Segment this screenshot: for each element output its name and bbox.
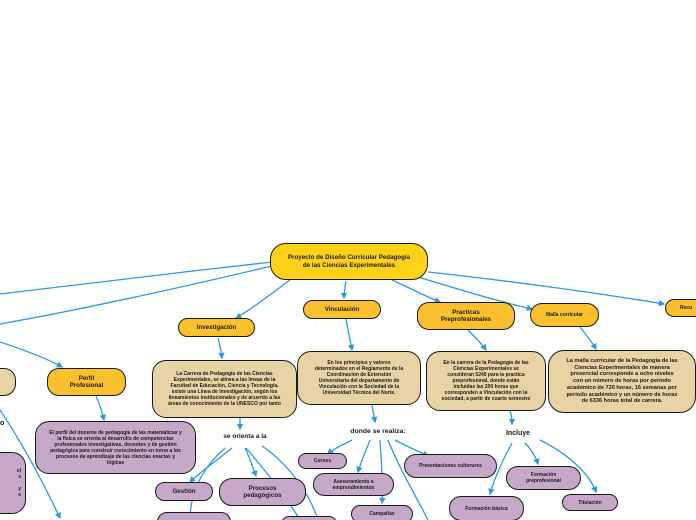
link-incluye-pre (524, 442, 540, 466)
detail-malla-text: La malla curricular de la Pedagogía de l… (566, 358, 678, 405)
detail-malla[interactable]: La malla curricular de la Pedagogía de l… (548, 350, 696, 413)
link-root-recursos (427, 271, 666, 307)
detail-perfil-text: El perfil del docente de pedagogía de la… (49, 429, 182, 466)
detail-investigacion-text: La Carrera de Pedagogía de las Ciencias … (168, 371, 281, 407)
leaf-titulacion-label: Titulación (578, 499, 602, 506)
branch-malla[interactable]: Malla curricular (530, 303, 599, 327)
leaf-cursos[interactable]: Cursos (298, 453, 347, 469)
detail-vinculacion[interactable]: En los principios y valores determinados… (297, 351, 421, 405)
link-realiza-down (387, 439, 429, 520)
branch-investigacion-label: Investigación (196, 323, 237, 331)
link-left-o-down (0, 409, 61, 520)
link-orienta-gestion (189, 447, 233, 483)
branch-recursos-partial[interactable]: Recu (665, 299, 696, 317)
left-partial-o: o (0, 420, 5, 427)
leaf-presentaciones[interactable]: Presentaciones culturures (404, 454, 497, 478)
leaf-partial-bottom-left[interactable] (157, 512, 231, 520)
leaf-formacion-basica-label: Formación básica (465, 505, 508, 512)
link-malla-detail (579, 326, 597, 351)
link-incluye-basica (488, 442, 513, 496)
link-root-left-1 (0, 261, 273, 295)
detail-vinculacion-text: En los principios y valores determinados… (314, 360, 404, 396)
leaf-formacion-basica[interactable]: Formación básica (449, 496, 524, 520)
link-root-vinculacion (340, 280, 348, 300)
branch-investigacion[interactable]: Investigación (178, 318, 255, 337)
leaf-formacion-pre[interactable]: Formación preprofesional (506, 466, 581, 490)
branch-perfil[interactable]: Perfil Profesional (47, 368, 126, 396)
branch-practicas-label: Practicas Preprofesionales (440, 308, 492, 323)
detail-investigacion[interactable]: La Carrera de Pedagogía de las Ciencias … (152, 360, 297, 418)
leaf-procesos[interactable]: Procesos pedagógicos (219, 478, 306, 506)
branch-recursos-label: Recu (680, 305, 693, 311)
link-realiza-asesor (356, 439, 371, 474)
link-root-practicas (391, 279, 442, 304)
leaf-cursos-label: Cursos (313, 458, 332, 464)
detail-practicas-text: En la carrera de la Pedagogía de las Cie… (441, 360, 531, 402)
branch-malla-label: Malla curricular (546, 312, 583, 318)
link-root-investigacion (234, 279, 291, 319)
detail-perfil[interactable]: El perfil del docente de pedagogía de la… (35, 421, 196, 474)
link-root-malla (414, 275, 534, 312)
link-prac-incluye (508, 410, 516, 426)
connector-realiza: donde se realiza: (350, 428, 406, 435)
link-inv-detail (217, 337, 225, 360)
branch-vinculacion-label: Vinculación (324, 305, 360, 313)
link-perfil-detail (95, 395, 106, 422)
connector-incluye: Incluye (505, 430, 531, 437)
link-realiza-cursos (327, 439, 353, 455)
leaf-presentaciones-label: Presentaciones culturures (419, 463, 482, 469)
leaf-campanas-label: Campañas (369, 511, 395, 517)
leaf-formacion-pre-label: Formación preprofesional (526, 472, 561, 484)
detail-practicas[interactable]: En la carrera de la Pedagogía de las Cie… (426, 351, 546, 411)
link-incluye-titulacion (539, 439, 598, 494)
left-partial-letters: el s y e (16, 468, 21, 498)
branch-perfil-label: Perfil Profesional (69, 374, 104, 389)
branch-vinculacion[interactable]: Vinculación (303, 300, 381, 319)
connector-orienta: se orienta a la (223, 433, 267, 440)
left-partial-leaf[interactable]: el s y e (0, 452, 26, 514)
leaf-asesoramiento-label: Asesoramiento a emprendimientos (332, 478, 375, 491)
link-prac-detail (467, 329, 487, 352)
leaf-titulacion[interactable]: Titulación (562, 494, 618, 511)
leaf-procesos-label: Procesos pedagógicos (243, 484, 282, 499)
link-vinc-detail (345, 318, 355, 352)
link-root-left-2 (0, 265, 273, 325)
branch-practicas[interactable]: Practicas Preprofesionales (417, 302, 515, 330)
link-vinc-realiza (370, 404, 378, 424)
root-title: Proyecto de Diseño Curricular Pedagogía … (287, 254, 411, 269)
root-node[interactable]: Proyecto de Diseño Curricular Pedagogía … (270, 243, 428, 280)
leaf-campanas[interactable]: Campañas (351, 505, 413, 520)
leaf-gestion[interactable]: Gestión (155, 482, 213, 501)
leaf-partial-bottom-mid[interactable] (281, 516, 337, 520)
link-orienta-procesos (244, 447, 258, 478)
link-left-perfil (0, 341, 64, 368)
leaf-gestion-label: Gestión (172, 487, 196, 495)
leaf-asesoramiento[interactable]: Asesoramiento a emprendimientos (313, 473, 394, 496)
